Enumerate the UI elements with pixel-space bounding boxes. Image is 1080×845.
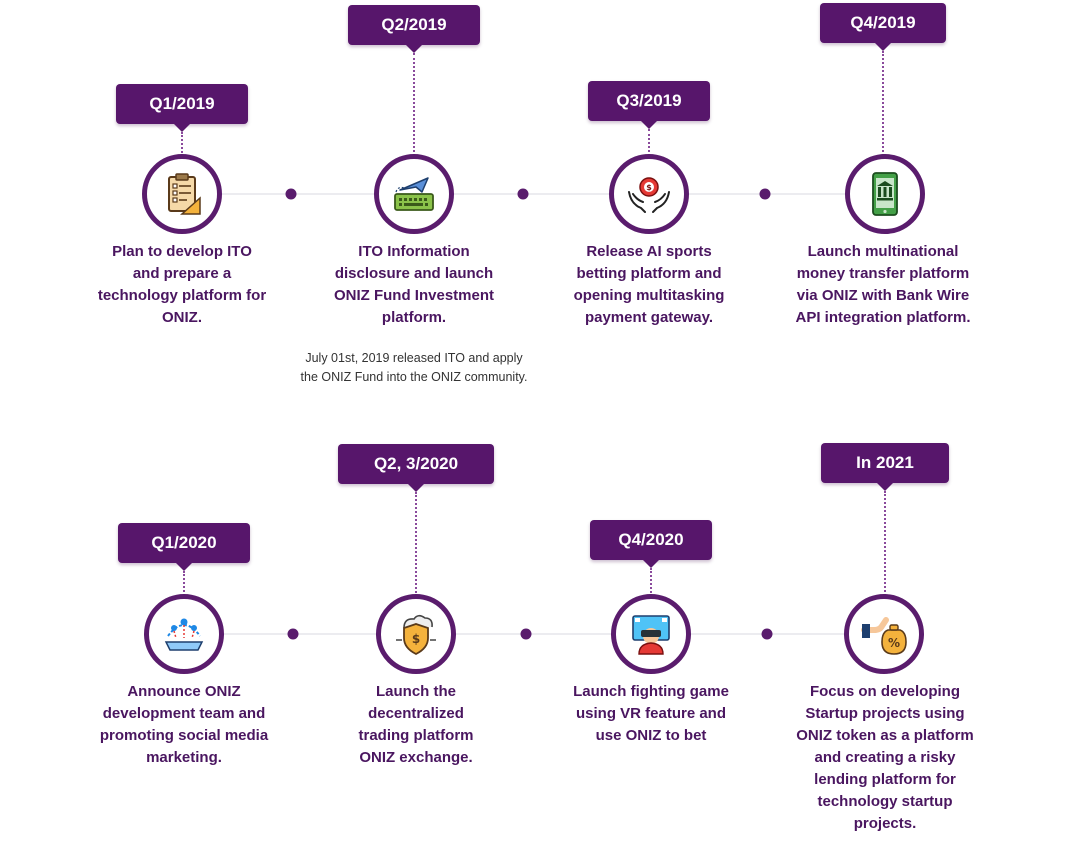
milestone-connector — [648, 129, 650, 156]
milestone-description: Focus on developing Startup projects usi… — [796, 683, 974, 832]
timeline-dot — [520, 628, 532, 640]
milestone-description: Announce ONIZ development team and promo… — [99, 683, 269, 766]
timeline-dot — [761, 628, 773, 640]
milestone-icon-circle: $ — [376, 594, 456, 674]
hands-chip-icon: $ — [628, 177, 670, 213]
milestone-connector — [884, 491, 886, 596]
milestone-badge: Q2/2019 — [348, 5, 480, 53]
milestone-badge: In 2021 — [821, 443, 949, 491]
timeline-dot — [285, 188, 297, 200]
milestone-description: Launch the decentralized trading platfor… — [358, 683, 474, 766]
milestone-badge: Q2, 3/2020 — [338, 444, 494, 492]
keyboard-paper-plane-icon — [394, 177, 434, 211]
timeline-dot — [287, 628, 299, 640]
milestone-description: Release AI sports betting platform and o… — [573, 243, 725, 326]
milestone-icon-circle — [845, 154, 925, 234]
milestone-badge: Q4/2019 — [820, 3, 946, 51]
timeline-dot — [517, 188, 529, 200]
milestone-badge: Q1/2019 — [116, 84, 248, 132]
milestone-icon-circle — [142, 154, 222, 234]
milestone-connector — [181, 132, 183, 156]
timeline-line-row-2 — [184, 633, 884, 635]
team-network-icon — [164, 618, 204, 651]
milestone-connector — [882, 51, 884, 156]
milestone-icon-circle — [144, 594, 224, 674]
svg-text:$: $ — [412, 632, 420, 646]
milestone-icon-circle: $ — [609, 154, 689, 234]
svg-text:$: $ — [646, 183, 652, 192]
milestone-badge: Q3/2019 — [588, 81, 710, 129]
timeline-line-row-1 — [182, 193, 885, 195]
milestone-connector — [415, 492, 417, 596]
mobile-bank-icon — [872, 172, 898, 216]
timeline-dot — [759, 188, 771, 200]
milestone-icon-circle: % — [844, 594, 924, 674]
milestone-note: July 01st, 2019 released ITO and apply t… — [300, 351, 528, 384]
milestone-badge: Q4/2020 — [590, 520, 712, 568]
milestone-connector — [650, 568, 652, 596]
milestone-description: Launch multinational money transfer plat… — [795, 243, 971, 326]
svg-text:%: % — [888, 636, 900, 650]
milestone-connector — [413, 53, 415, 156]
milestone-description: ITO Information disclosure and launch ON… — [333, 243, 494, 326]
milestone-icon-circle — [374, 154, 454, 234]
milestone-icon-circle — [611, 594, 691, 674]
milestone-description: Plan to develop ITO and prepare a techno… — [97, 243, 267, 326]
vr-headset-icon — [632, 615, 670, 655]
checklist-clipboard-icon — [168, 173, 201, 215]
hand-money-bag-icon: % — [861, 617, 907, 655]
milestone-connector — [183, 571, 185, 596]
milestone-description: Launch fighting game using VR feature an… — [573, 683, 729, 744]
cloud-shield-dollar-icon: $ — [396, 614, 436, 656]
milestone-badge: Q1/2020 — [118, 523, 250, 571]
